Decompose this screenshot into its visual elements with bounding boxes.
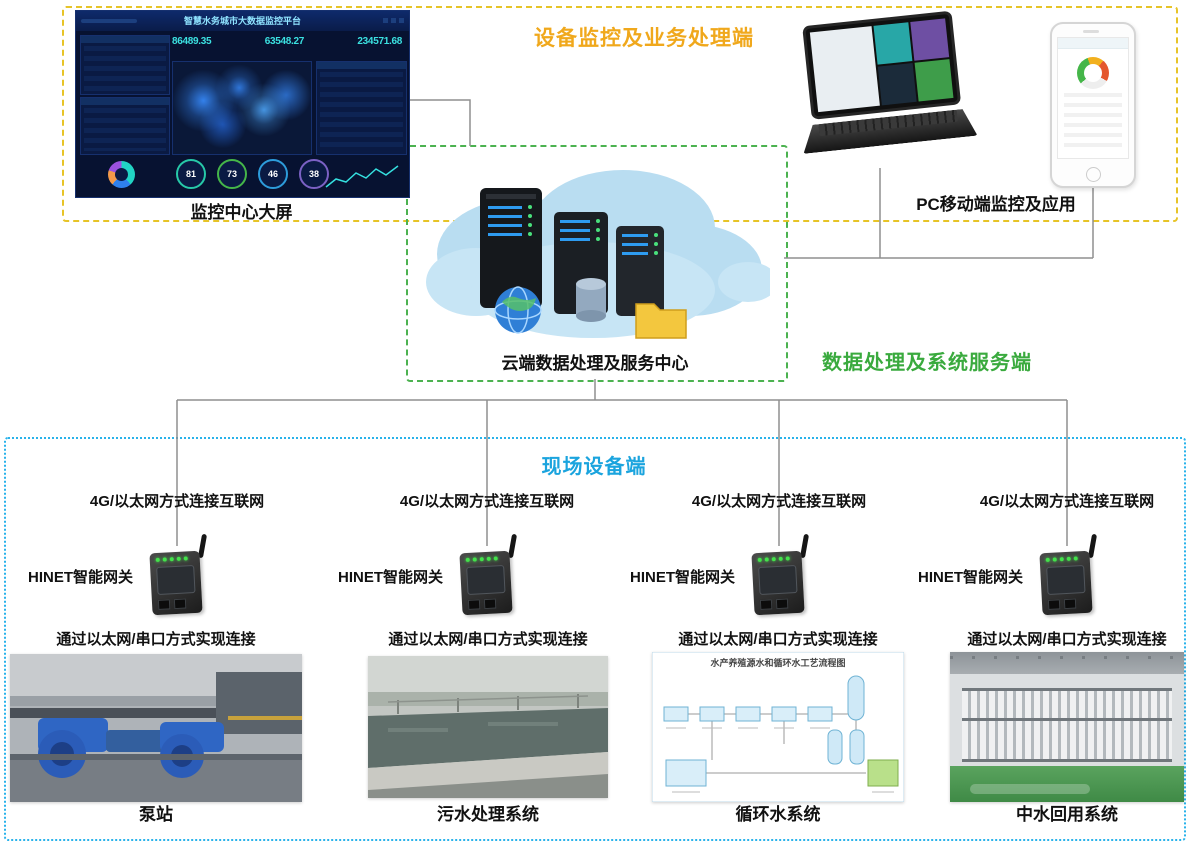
folder-icon [635, 303, 687, 339]
stat-value-3: 234571.68 [357, 36, 402, 47]
monitor-section-title: 设备监控及业务处理端 [534, 27, 754, 50]
phone-earpiece [1083, 30, 1099, 33]
dashboard-title: 智慧水务城市大数据监控平台 [183, 16, 301, 26]
conn-label-3: 通过以太网/串口方式实现连接 [678, 631, 878, 648]
field-zone-box [4, 437, 1186, 841]
phone-gauge-widget [1077, 57, 1109, 89]
field-section-title: 现场设备端 [541, 456, 647, 478]
gauge-1-value: 81 [185, 169, 196, 179]
phone-data-rows [1064, 93, 1122, 151]
dashboard-donut-chart [108, 161, 135, 188]
cloud-caption: 云端数据处理及服务中心 [501, 354, 689, 373]
phone-screen [1057, 37, 1129, 159]
globe-icon [494, 286, 542, 334]
gauge-1: 81 [176, 159, 206, 189]
hinet-gateway-device-3 [741, 533, 817, 618]
pc-mobile-caption: PC移动端监控及应用 [916, 195, 1076, 214]
smartphone-device [1050, 22, 1136, 188]
monitoring-dashboard-screen: 智慧水务城市大数据监控平台 86489.35 63548.27 234571.6… [75, 10, 410, 198]
sewage-treatment-photo [368, 656, 608, 798]
dashboard-line-chart [325, 165, 399, 188]
dashboard-gauges: 81 73 46 38 [176, 159, 329, 189]
dashboard-stats-row: 86489.35 63548.27 234571.68 [172, 36, 402, 47]
net-label-4: 4G/以太网方式连接互联网 [979, 493, 1155, 510]
hinet-gateway-device-4 [1029, 533, 1105, 618]
dashboard-caption: 监控中心大屏 [190, 203, 293, 222]
membrane-rack [962, 688, 1172, 762]
laptop-screen [802, 10, 962, 120]
device-caption-3: 循环水系统 [735, 805, 821, 824]
cloud-server-cluster [418, 162, 778, 350]
device-caption-2: 污水处理系统 [437, 805, 539, 824]
flow-diagram-title: 水产养殖源水和循环水工艺流程图 [710, 657, 845, 668]
gateway-label-1: HINET智能网关 [27, 569, 133, 586]
gauge-2-value: 73 [226, 169, 237, 179]
database-icon [576, 278, 606, 322]
cloud-section-title: 数据处理及系统服务端 [822, 352, 1032, 374]
gateway-label-3: HINET智能网关 [629, 569, 735, 586]
gateway-label-2: HINET智能网关 [337, 569, 443, 586]
net-label-2: 4G/以太网方式连接互联网 [399, 493, 575, 510]
gauge-4: 38 [299, 159, 329, 189]
stat-value-2: 63548.27 [264, 36, 305, 47]
cloud-zone-box [406, 145, 788, 382]
stat-value-1: 86489.35 [172, 36, 212, 47]
dashboard-right-panel [316, 61, 407, 155]
laptop-device [790, 9, 981, 184]
conn-label-4: 通过以太网/串口方式实现连接 [967, 631, 1167, 648]
dashboard-header-icons [383, 18, 404, 23]
device-caption-4: 中水回用系统 [1016, 805, 1118, 824]
server-towers [480, 188, 664, 316]
gauge-3-value: 46 [267, 169, 278, 179]
gauge-3: 46 [258, 159, 288, 189]
dashboard-date-bar [81, 19, 137, 23]
dashboard-world-map [172, 61, 312, 155]
hinet-gateway-device-2 [449, 533, 525, 618]
hinet-gateway-device-1 [139, 533, 215, 618]
gauge-4-value: 38 [308, 169, 319, 179]
reclaimed-water-photo [950, 652, 1184, 802]
pump-station-photo [10, 654, 302, 802]
conn-label-2: 通过以太网/串口方式实现连接 [388, 631, 588, 648]
net-label-1: 4G/以太网方式连接互联网 [89, 493, 265, 510]
net-label-3: 4G/以太网方式连接互联网 [691, 493, 867, 510]
gauge-2: 73 [217, 159, 247, 189]
conn-label-1: 通过以太网/串口方式实现连接 [56, 631, 256, 648]
device-caption-1: 泵站 [139, 805, 173, 824]
circulating-water-diagram-photo: 水产养殖源水和循环水工艺流程图 [652, 652, 904, 802]
dashboard-left-panel-bottom [80, 97, 170, 155]
dashboard-left-panel-top [80, 35, 170, 95]
gateway-label-4: HINET智能网关 [917, 569, 1023, 586]
phone-home-button [1086, 167, 1101, 182]
dashboard-header: 智慧水务城市大数据监控平台 [76, 11, 409, 31]
